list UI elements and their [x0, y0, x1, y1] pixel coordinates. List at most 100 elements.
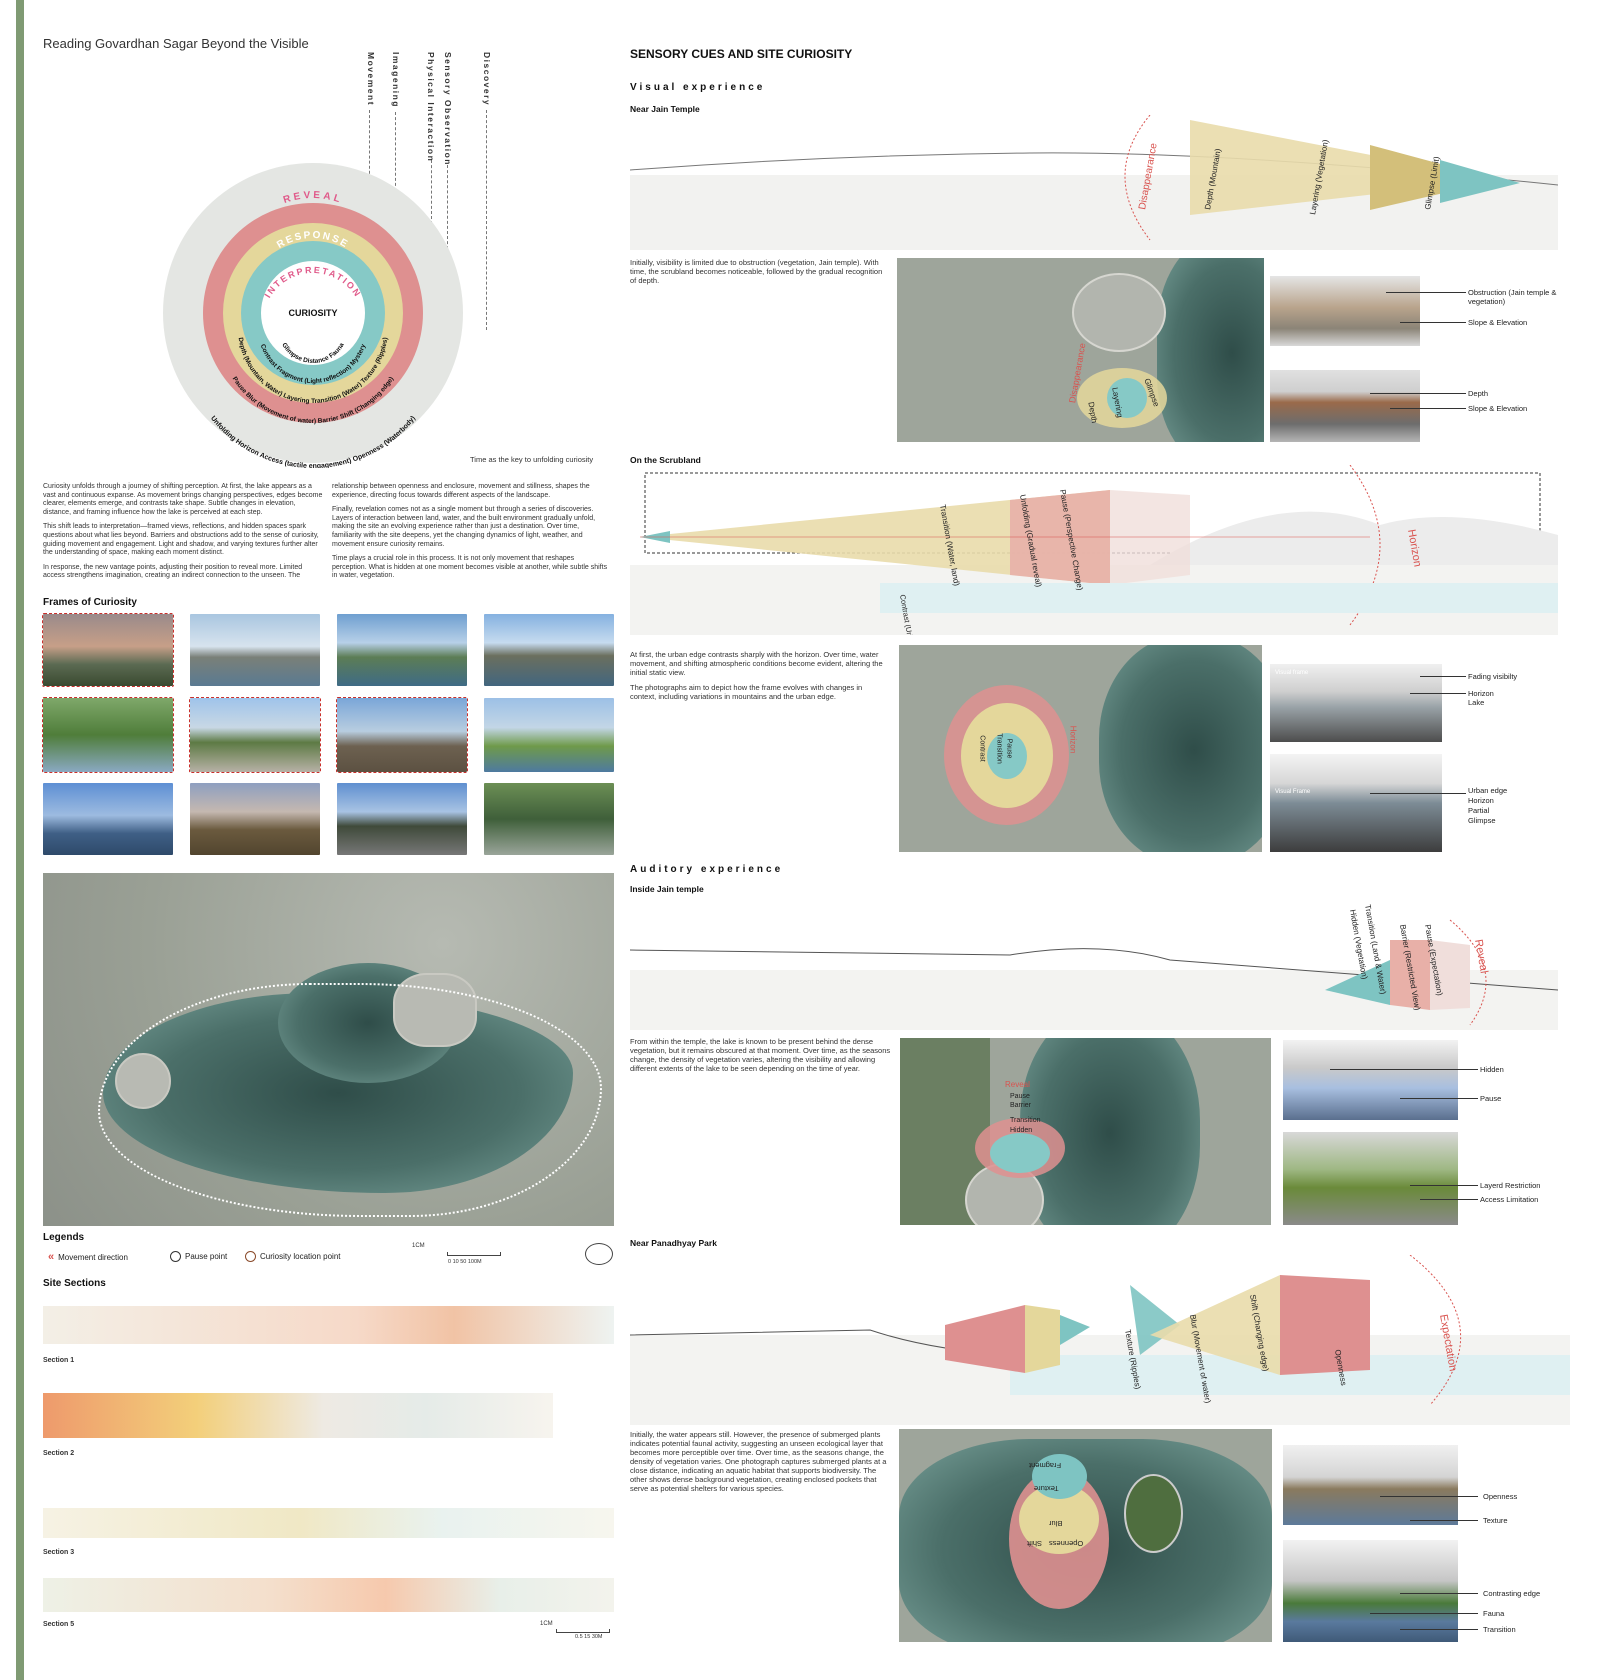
legend-movement: « Movement direction	[48, 1251, 128, 1263]
frame-photo	[484, 614, 614, 686]
frame-photo	[43, 783, 173, 855]
panel-text: Initially, visibility is limited due to …	[630, 258, 883, 285]
map-label: Blur	[1049, 1519, 1063, 1528]
map-label: Shift	[1027, 1539, 1043, 1548]
frame-photo	[336, 697, 468, 773]
section-strip-3	[43, 1508, 614, 1538]
panel-subtitle: Inside Jain temple	[630, 884, 704, 894]
frame-photo	[484, 698, 614, 772]
legend-label: Curiosity location point	[260, 1252, 341, 1261]
section-scale-bar	[556, 1629, 610, 1633]
annotation-leader	[1420, 1199, 1478, 1200]
frame-photo	[42, 613, 174, 687]
map-label: Transition	[1010, 1117, 1041, 1124]
photo-annotation: Urban edge	[1468, 786, 1508, 795]
intro-text-col2: relationship between openness and enclos…	[332, 483, 610, 587]
curiosity-point-icon	[245, 1251, 256, 1262]
annotation-leader	[1400, 1098, 1478, 1099]
frame-photo	[189, 697, 321, 773]
walk-route	[98, 983, 602, 1217]
photo-annotation: Glimpse	[1468, 816, 1496, 825]
pause-point-icon	[170, 1251, 181, 1262]
photo-annotation: Fading visibilty	[1468, 672, 1518, 681]
section-label: Section 1	[43, 1357, 75, 1364]
panel-text: Initially, the water appears still. Howe…	[630, 1430, 887, 1493]
map-label: Fragment	[1029, 1461, 1062, 1470]
legend-label: Movement direction	[58, 1252, 128, 1262]
photo-annotation: Horizon	[1468, 689, 1494, 698]
photo-annotation: Hidden	[1480, 1065, 1504, 1074]
diagram-caption: Time as the key to unfolding curiosity	[470, 455, 594, 464]
section-scrubland: Contrast (Urban edge) Transition (Water,…	[630, 465, 1558, 635]
vertical-label-physical-interaction: Physical Interaction	[426, 52, 436, 163]
ring-label-reveal: REVEAL	[282, 190, 341, 206]
photo-annotation: Texture	[1483, 1516, 1508, 1525]
legend-label: Pause point	[185, 1252, 228, 1261]
north-arrow-icon	[585, 1243, 613, 1265]
section-label: Section 5	[43, 1621, 75, 1628]
section-label: Reveal	[1472, 938, 1490, 974]
annotation-leader	[1420, 676, 1466, 677]
legend-curiosity: Curiosity location point	[245, 1251, 340, 1262]
photo-tag: Visual frame	[1275, 670, 1309, 676]
photo-annotation: Contrasting edge	[1483, 1589, 1541, 1598]
intro-text-col1: Curiosity unfolds through a journey of s…	[43, 483, 323, 587]
annotation-leader	[1410, 1520, 1478, 1521]
section-strip-5	[43, 1578, 614, 1612]
intro-paragraph: In response, the new vantage points, adj…	[43, 563, 303, 580]
map-label: Contrast	[978, 735, 986, 762]
photo-annotation: Slope & Elevation	[1468, 404, 1528, 413]
map-label: Reveal	[1005, 1080, 1030, 1089]
guide-line-sensory	[447, 165, 448, 305]
frame-photo	[190, 783, 320, 855]
photo-annotation: Access Limitation	[1480, 1195, 1539, 1204]
panel-subtitle: Near Panadhyay Park	[630, 1238, 717, 1248]
annotation-leader	[1400, 1593, 1478, 1594]
panel-photo	[1283, 1132, 1458, 1225]
guide-line-discovery	[486, 110, 487, 330]
panel-photo	[1283, 1040, 1458, 1120]
section-label: Section 3	[43, 1549, 75, 1556]
photo-annotation: Partial	[1468, 806, 1490, 815]
photo-annotation: Slope & Elevation	[1468, 318, 1528, 327]
photo-annotation: Lake	[1468, 698, 1485, 707]
frame-photo	[484, 783, 614, 855]
map-label: Openness	[1049, 1539, 1084, 1548]
photo-annotation: Transition	[1483, 1625, 1516, 1634]
panel-photo	[1270, 276, 1420, 346]
section-scale-ticks: 0.5 15 30M	[575, 1634, 603, 1640]
map-label: Transition	[995, 733, 1003, 764]
annotation-leader	[1400, 1629, 1478, 1630]
visual-experience-heading: Visual experience	[630, 82, 766, 93]
intro-paragraph: Time plays a crucial role in this proces…	[332, 555, 608, 580]
annotation-leader	[1390, 408, 1466, 409]
panel-photo	[1270, 664, 1442, 742]
map-scale-ticks: 0 10 50 100M	[448, 1259, 482, 1265]
panel-map-panadhyay: Fragment Texture Blur Shift Openness	[899, 1429, 1272, 1642]
section-jain-temple: Disappearance Depth (Mountain) Layering …	[630, 115, 1558, 250]
intro-paragraph: Curiosity unfolds through a journey of s…	[43, 483, 323, 516]
panel-subtitle: Near Jain Temple	[630, 104, 700, 114]
annotation-leader	[1386, 292, 1466, 293]
frame-photo	[337, 614, 467, 686]
vertical-label-imagening: Imagening	[391, 52, 401, 109]
curiosity-ring-diagram: CURIOSITY REVEAL RESPONSE INTERPRETATION…	[163, 163, 463, 468]
section-strip-2	[43, 1393, 553, 1438]
photo-annotation: Pause	[1480, 1094, 1502, 1103]
annotation-leader	[1410, 1185, 1478, 1186]
page-title: Reading Govardhan Sagar Beyond the Visib…	[43, 36, 309, 51]
annotation-leader	[1370, 1613, 1478, 1614]
page-sidebar-bar	[16, 0, 24, 1680]
frame-photo	[337, 783, 467, 855]
photo-annotation: Fauna	[1483, 1609, 1505, 1618]
panel-photo	[1283, 1445, 1458, 1525]
vertical-label-movement: Movement	[366, 52, 376, 107]
photo-tag: Visual Frame	[1275, 789, 1311, 795]
panel-photo	[1283, 1540, 1458, 1642]
map-label: Horizon	[1068, 725, 1078, 754]
section-inside-jain-temple: Hidden (Vegetation) Transition (Land & W…	[630, 904, 1558, 1030]
intro-paragraph: Finally, revelation comes not as a singl…	[332, 506, 596, 548]
site-sections-heading: Site Sections	[43, 1278, 106, 1289]
site-overview-map	[43, 873, 614, 1226]
panel-photo	[1270, 754, 1442, 852]
